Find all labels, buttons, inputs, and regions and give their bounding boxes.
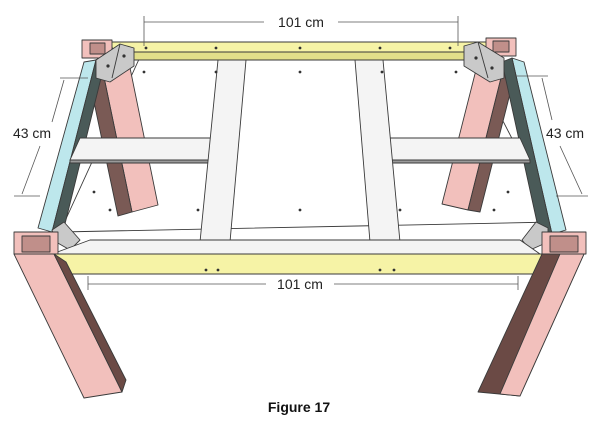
- dimension-bottom-label: 101 cm: [277, 276, 323, 292]
- dimension-bottom-length: 101 cm: [87, 276, 519, 292]
- left-cross-bar: [69, 137, 213, 164]
- back-left-corner-bracket: [95, 43, 135, 83]
- dimension-left-label: 43 cm: [13, 125, 51, 141]
- dimension-top-label: 101 cm: [278, 14, 324, 30]
- dimension-right-label: 43 cm: [546, 125, 584, 141]
- screw-holes: [92, 46, 510, 272]
- front-apron: [51, 239, 549, 275]
- dimension-left-width: 43 cm: [13, 77, 88, 197]
- front-right-corner-bracket: [521, 221, 549, 251]
- front-left-leg: [13, 231, 127, 399]
- dimension-top-length: 101 cm: [143, 14, 459, 46]
- back-left-leg-top: [81, 39, 113, 59]
- back-apron: [109, 41, 491, 61]
- front-right-leg: [477, 231, 587, 397]
- back-right-corner-bracket: [463, 41, 505, 83]
- figure-caption: Figure 17: [268, 399, 330, 415]
- right-cross-bar: [387, 137, 531, 164]
- dimension-right-width: 43 cm: [516, 75, 588, 197]
